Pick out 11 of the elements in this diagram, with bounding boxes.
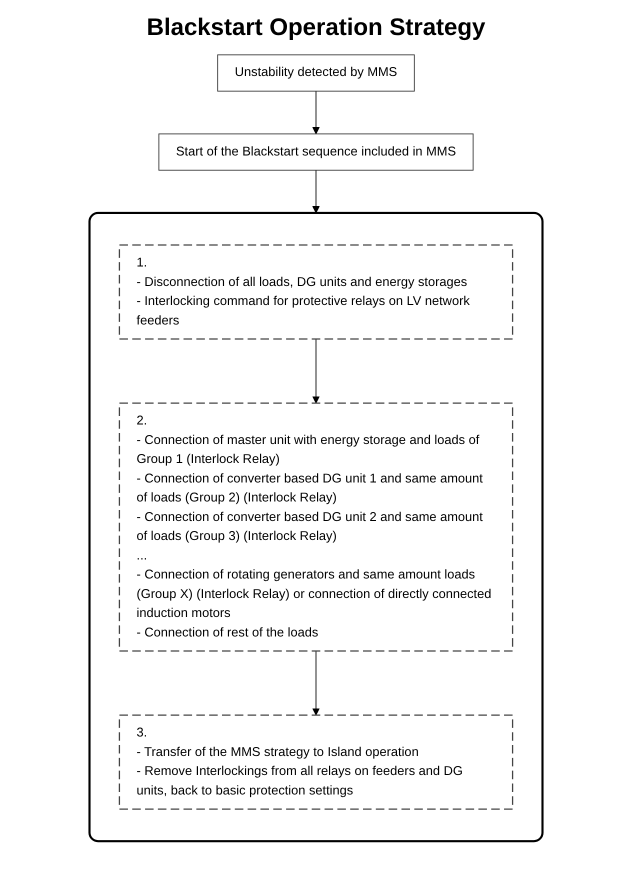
node-box: 2. - Connection of master unit with energy storage and loads of Group 1 (Interlock Relay) - Connection of converter based DG unit 1 and same amount of loads (Group 2) (Interlock Relay) - Connection of converter based DG unit 2 and same amount of loads (Group 3) (Interlock Relay) ... - Connection of rotating generators and same amount loads (Group X) (Interlock Relay) or connection of directly connected induction motors - Connection of rest of the loads: [118, 402, 514, 652]
arrow: [312, 650, 320, 716]
node-box: 3. - Transfer of the MMS strategy to Island operation - Remove Interlockings from all relays on feeders and DG units, back to basic protection settings: [118, 714, 514, 810]
node-box: Unstability detected by MMS: [217, 54, 415, 92]
arrow: [312, 90, 320, 134]
arrow: [312, 170, 320, 214]
cluster: [88, 212, 544, 842]
diagram-title: Blackstart Operation Strategy: [146, 14, 486, 42]
arrow: [312, 338, 320, 404]
node-box: Start of the Blackstart sequence included in MMS: [158, 133, 474, 171]
node-box: 1. - Disconnection of all loads, DG units and energy storages - Interlocking command for protective relays on LV network feeders: [118, 244, 514, 340]
